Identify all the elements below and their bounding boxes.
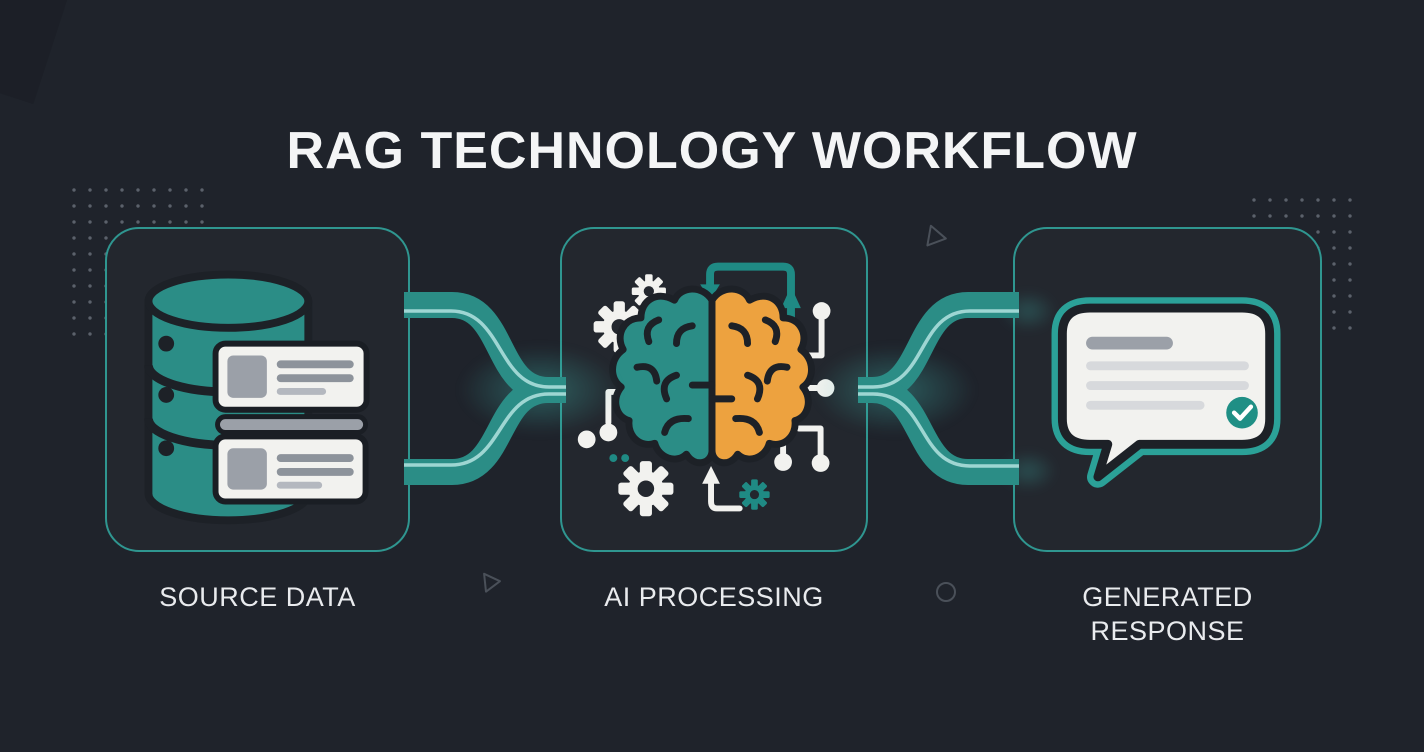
step-label-ai-processing: AI PROCESSING xyxy=(604,582,824,612)
document-separator-bar xyxy=(215,414,369,435)
circle-outline-icon xyxy=(936,582,956,602)
page-title: RAG TECHNOLOGY WORKFLOW xyxy=(286,121,1138,180)
triangle-outline-icon xyxy=(483,572,501,593)
corner-shade-decoration xyxy=(0,0,68,105)
step-card-generated-response xyxy=(1013,227,1322,552)
document-card xyxy=(212,340,370,413)
step-card-ai-processing xyxy=(560,227,868,552)
connector-split-pipe xyxy=(858,292,1019,485)
step-label-source-data: SOURCE DATA xyxy=(159,582,356,612)
dot-decoration xyxy=(609,454,618,463)
document-card xyxy=(212,433,369,505)
message-text-lines xyxy=(1086,336,1249,410)
chat-bubble-icon xyxy=(1051,297,1281,488)
database-documents-icon xyxy=(144,270,370,525)
brain-gears-icon xyxy=(577,262,835,517)
dot-decoration xyxy=(621,454,630,463)
check-icon xyxy=(1226,396,1258,429)
circuit-nodes xyxy=(577,302,835,472)
connector-merge-pipe xyxy=(404,292,566,485)
step-card-source-data xyxy=(105,227,410,552)
gear-icon-teal xyxy=(739,479,770,510)
brain-icon xyxy=(609,285,815,467)
gear-icon xyxy=(618,461,674,517)
triangle-outline-icon xyxy=(926,224,947,247)
chat-bubble-check-icon xyxy=(1051,297,1281,488)
step-label-generated-response: GENERATED RESPONSE xyxy=(1082,582,1253,646)
arrow-up-icon xyxy=(702,465,720,484)
